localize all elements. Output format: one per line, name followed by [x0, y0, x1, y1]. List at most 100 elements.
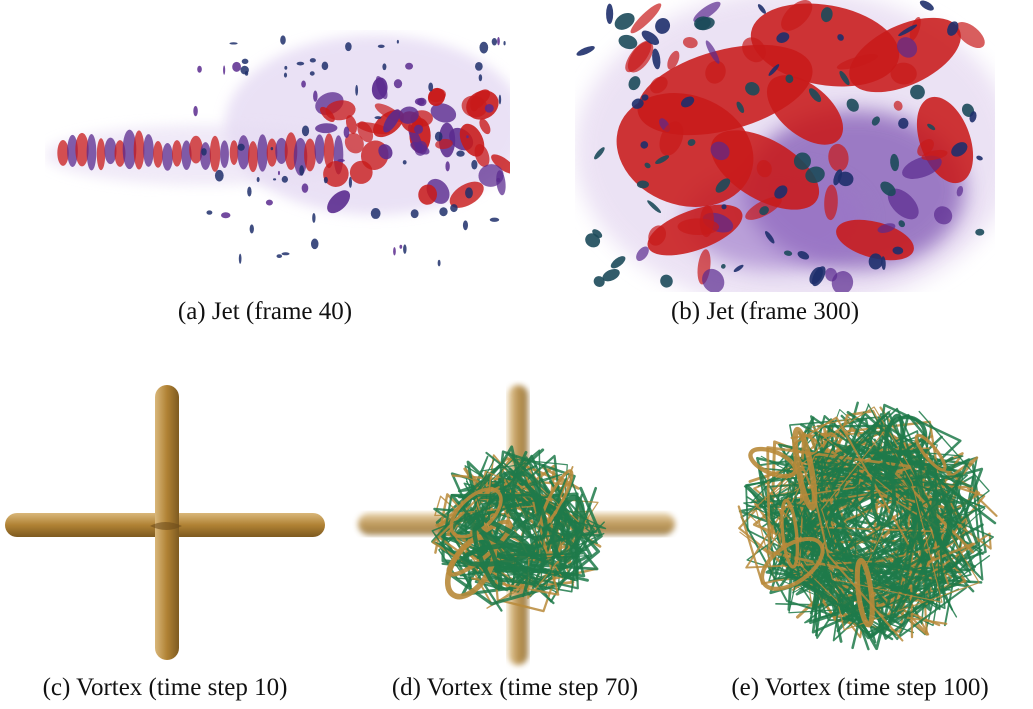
jet-droplet: [655, 155, 670, 165]
jet-droplet: [976, 155, 983, 161]
jet-droplet: [434, 131, 443, 142]
jet-droplet: [898, 24, 918, 37]
jet-droplet: [410, 209, 419, 219]
jet-stripe: [67, 134, 78, 168]
jet-stripe: [86, 134, 97, 171]
jet-droplet: [296, 61, 305, 66]
jet-droplet: [498, 94, 502, 105]
jet-droplet: [892, 246, 904, 255]
vortex-tangle: [737, 401, 998, 651]
jet-droplet: [232, 61, 241, 72]
jet-droplet: [345, 42, 352, 52]
jet-droplet: [687, 139, 696, 146]
jet-stripe: [323, 133, 335, 169]
jet-droplet: [484, 103, 494, 113]
jet-blob: [956, 185, 964, 197]
jet-droplet: [768, 64, 780, 76]
jet-droplet: [405, 62, 414, 70]
jet-droplet: [197, 65, 202, 73]
jet-stripe: [143, 134, 154, 167]
jet-frame-300-render: [575, 0, 995, 292]
vortex-filament: [440, 493, 540, 590]
jet-droplet: [837, 34, 844, 41]
jet-droplet: [206, 210, 213, 215]
jet-droplet: [475, 62, 483, 71]
jet-droplet: [783, 250, 793, 256]
jet-droplet: [491, 38, 498, 46]
jet-droplet: [975, 228, 985, 236]
jet-droplet: [462, 220, 468, 231]
jet-droplet: [833, 169, 843, 186]
vortex-step-100-render: [737, 401, 998, 651]
jet-blob: [315, 123, 338, 134]
jet-stripe: [96, 138, 106, 171]
vortex-step-10-render: [5, 385, 325, 660]
jet-droplet: [374, 116, 382, 120]
jet-blob: [921, 149, 948, 161]
jet-blob: [893, 100, 903, 111]
jet-droplet: [821, 7, 833, 23]
jet-blob: [378, 144, 393, 160]
jet-droplet: [214, 169, 224, 182]
jet-droplet: [839, 70, 850, 86]
jet-droplet: [614, 12, 635, 30]
jet-droplet: [478, 74, 483, 82]
jet-droplet: [785, 74, 794, 84]
jet-blob: [636, 246, 649, 261]
vortex-filament: [769, 406, 980, 631]
jet-droplet: [393, 79, 403, 89]
vortex-ring: [461, 542, 535, 567]
jet-blob: [742, 37, 766, 63]
jet-droplet: [309, 58, 316, 63]
jet-blob: [667, 50, 680, 70]
jet-stripe: [75, 132, 89, 167]
jet-blob: [357, 121, 374, 143]
jet-blob: [781, 0, 813, 31]
jet-droplet: [403, 244, 407, 254]
jet-droplet: [310, 238, 319, 250]
jet-blob: [933, 206, 953, 225]
jet-droplet: [898, 220, 906, 228]
jet-droplet: [594, 147, 605, 160]
jet-droplet: [299, 165, 305, 176]
vortex-ring: [449, 487, 503, 539]
jet-blob: [625, 40, 652, 73]
jet-droplet: [456, 150, 465, 157]
jet-droplet: [437, 259, 441, 267]
jet-blob: [756, 160, 772, 178]
jet-droplet: [301, 183, 309, 193]
jet-droplet: [660, 274, 673, 288]
jet-droplets: [193, 35, 506, 267]
jet-blob: [824, 184, 838, 221]
jet-droplet: [681, 96, 695, 108]
jet-stripe: [209, 135, 221, 172]
jet-blob: [705, 60, 726, 84]
jet-droplet: [640, 141, 649, 149]
jet-droplet: [592, 229, 603, 238]
vortex-filament: [449, 501, 601, 606]
jet-droplet: [641, 30, 660, 45]
jet-droplet: [348, 176, 352, 188]
jet-droplet: [321, 61, 329, 71]
jet-droplet: [951, 142, 968, 157]
jet-droplet: [237, 143, 245, 151]
jet-droplet: [355, 84, 359, 96]
jet-stripe: [181, 140, 192, 170]
jet-blob: [890, 62, 917, 85]
vortex-step-100-image: [700, 380, 1030, 670]
jet-droplet: [273, 178, 277, 181]
jet-droplet: [281, 175, 289, 183]
jet-droplet: [644, 162, 651, 169]
jet-droplet: [927, 123, 936, 131]
jet-red-mass: [766, 75, 844, 145]
jet-droplet: [628, 76, 641, 91]
jet-droplet: [910, 84, 925, 100]
jet-blob: [831, 271, 854, 292]
jet-blob: [427, 87, 446, 106]
jet-droplet: [277, 170, 280, 176]
vortex-filament: [851, 440, 994, 623]
jet-blob: [630, 3, 662, 34]
jet-droplet: [396, 39, 399, 44]
vortex-ring: [760, 536, 825, 591]
vortex-step-70-image: [350, 380, 680, 670]
